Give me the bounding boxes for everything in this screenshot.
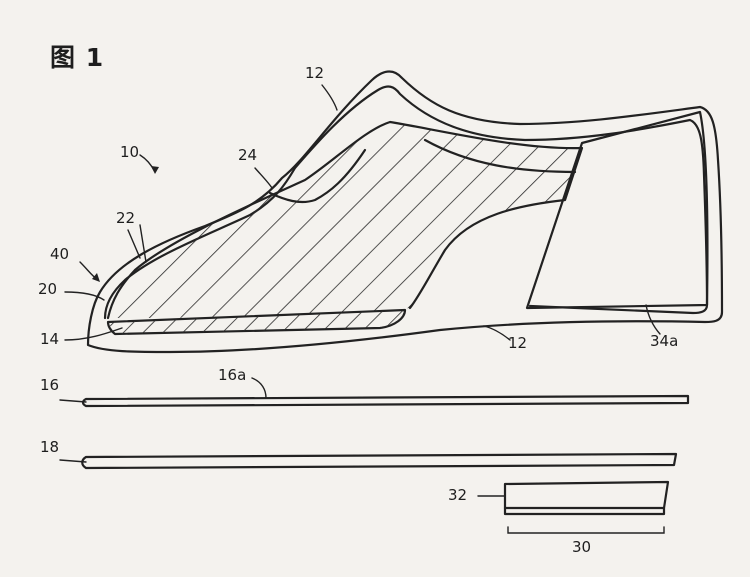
label-32: 32	[448, 486, 468, 504]
label-12-lower: 12	[508, 334, 528, 352]
heel-counter-panel	[525, 110, 709, 310]
hatched-region-outline	[106, 120, 584, 320]
figure-title: 图 1	[50, 43, 105, 72]
label-18: 18	[40, 438, 60, 456]
label-12-upper: 12	[305, 64, 325, 82]
label-34a: 34a	[650, 332, 679, 350]
label-16: 16	[40, 376, 60, 394]
heel-bracket	[507, 526, 665, 534]
label-24: 24	[238, 146, 258, 164]
heel-wedge	[503, 480, 670, 510]
label-14: 14	[40, 330, 60, 348]
label-20: 20	[38, 280, 58, 298]
outsole-layer	[81, 452, 678, 470]
label-10: 10	[120, 143, 140, 161]
midsole-layer	[81, 394, 690, 408]
label-22: 22	[116, 209, 136, 227]
label-30: 30	[572, 538, 592, 556]
label-16a: 16a	[218, 366, 247, 384]
label-40: 40	[50, 245, 70, 263]
